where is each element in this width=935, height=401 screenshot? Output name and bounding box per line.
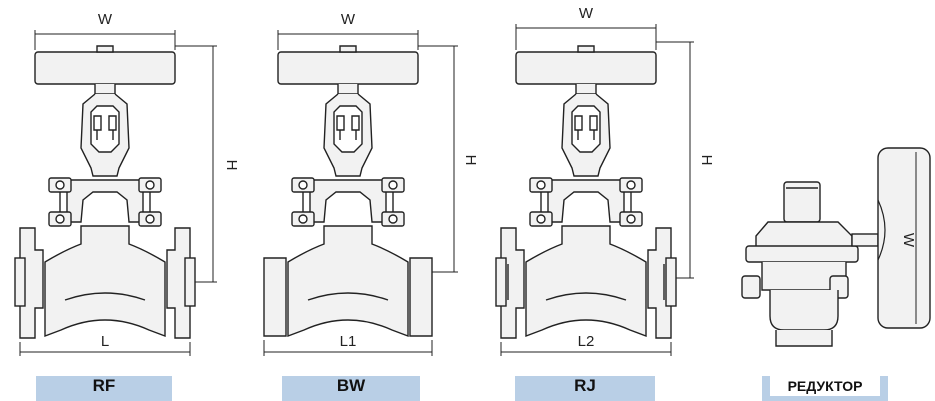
bw-length-label: L1 (340, 333, 357, 350)
rj-caption: RJ (574, 376, 596, 395)
gear-width-label: W (900, 233, 917, 248)
bw-width-label: W (341, 11, 356, 28)
rj-length-label: L2 (578, 333, 595, 350)
rf-height-label: H (223, 160, 240, 171)
rj-height-label: H (698, 155, 715, 166)
rf-caption-bar: RF (36, 376, 172, 401)
rj-valve-view: W H L2 (495, 5, 715, 356)
bw-height-label: H (462, 155, 479, 166)
bw-caption: BW (336, 376, 366, 395)
rf-valve-view: W H L (14, 11, 240, 356)
gear-caption-bar: РЕДУКТОР (762, 376, 888, 401)
rf-caption: RF (92, 376, 116, 395)
bw-valve-view: W H L1 (263, 11, 479, 356)
bw-caption-bar: BW (282, 376, 420, 401)
rf-width-label: W (98, 11, 113, 28)
gear-operator-view: W (741, 147, 931, 347)
rj-caption-bar: RJ (515, 376, 655, 401)
rf-length-label: L (101, 333, 109, 350)
gear-caption: РЕДУКТОР (770, 376, 880, 396)
rj-width-label: W (579, 5, 594, 22)
